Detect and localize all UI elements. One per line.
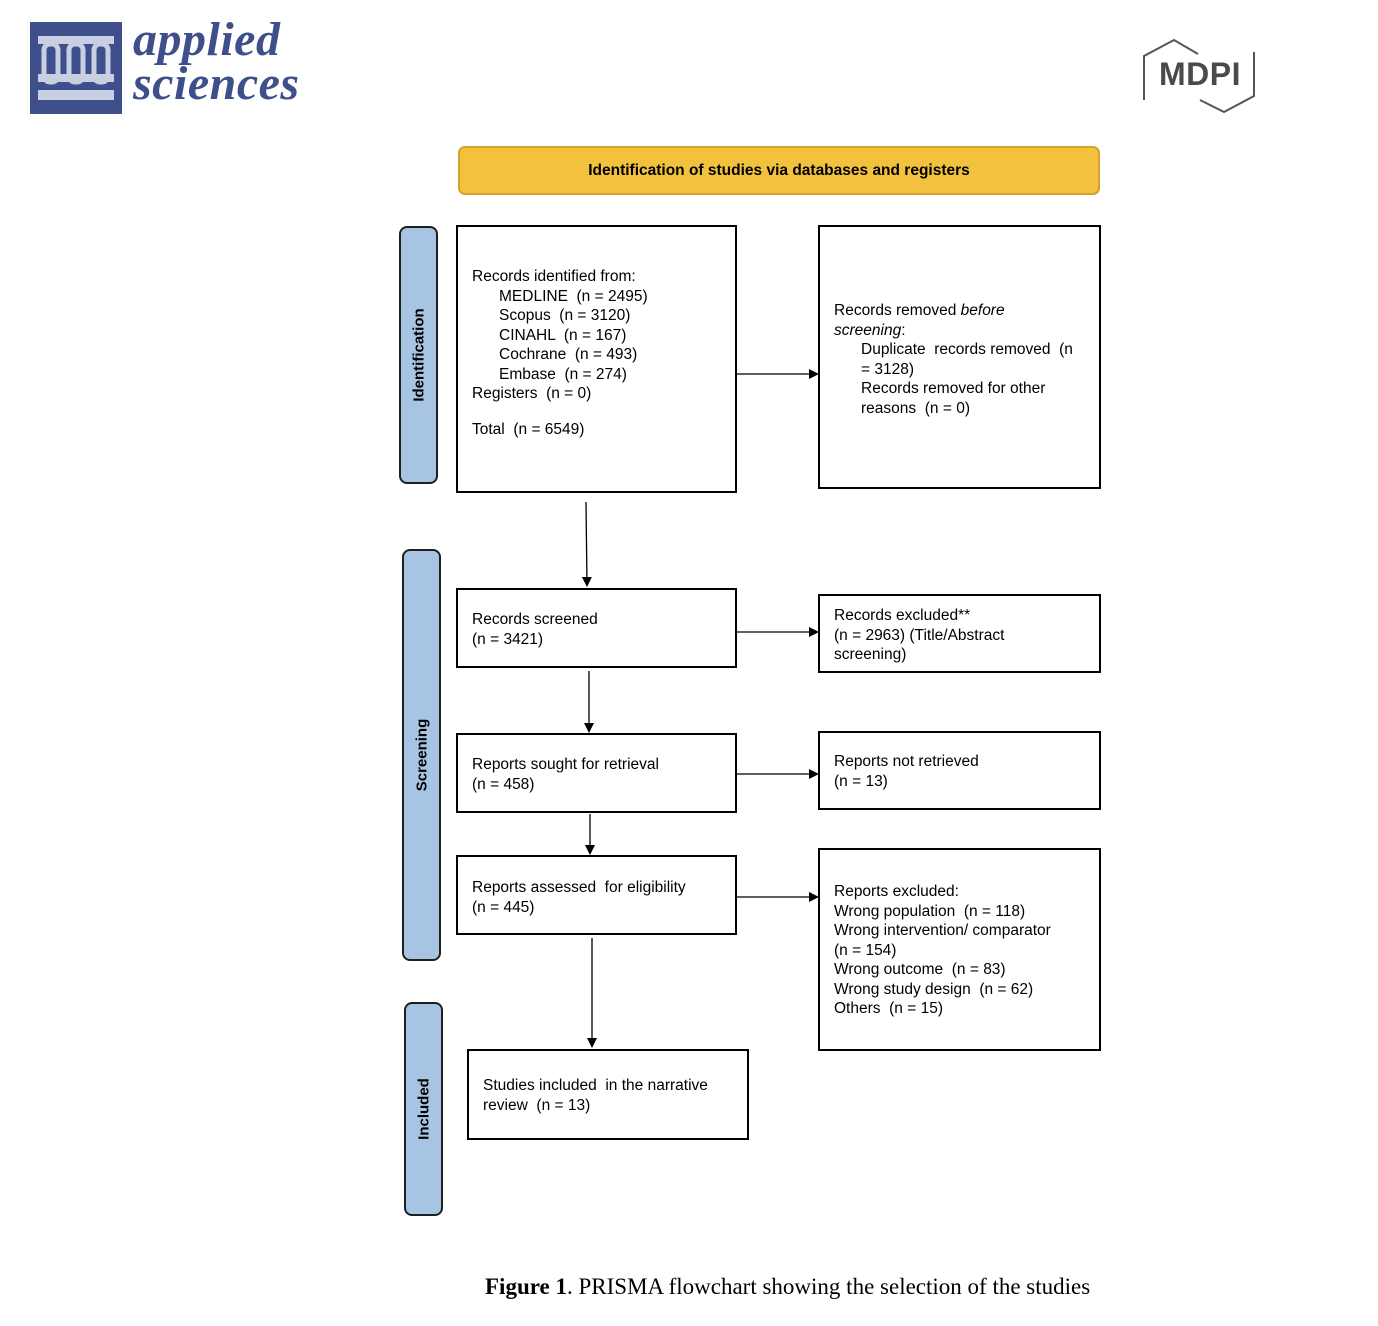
source-scopus: Scopus (n = 3120) (499, 307, 631, 324)
reports-not-retrieved-box: Reports not retrieved (n = 13) (818, 731, 1101, 810)
stage-included: Included (404, 1002, 443, 1216)
reports-not-retrieved-line2: (n = 13) (834, 772, 888, 790)
figure-caption-text: . PRISMA flowchart showing the selection… (566, 1274, 1091, 1299)
records-removed-box: Records removed before screening: Duplic… (818, 225, 1101, 489)
duplicate-removed-line2: = 3128) (861, 360, 915, 378)
reports-assessed-line1: Reports assessed for eligibility (472, 879, 686, 896)
journal-name-line2: sciences (133, 57, 300, 110)
journal-logo (30, 22, 122, 114)
total-count: Total (n = 6549) (472, 420, 585, 438)
duplicate-removed-line1: Duplicate records removed (n (861, 341, 1073, 358)
records-excluded-box: Records excluded** (n = 2963) (Title/Abs… (818, 594, 1101, 673)
identification-banner: Identification of studies via databases … (458, 146, 1100, 195)
figure-label: Figure 1 (485, 1274, 567, 1299)
reports-excluded-box: Reports excluded: Wrong population (n = … (818, 848, 1101, 1051)
journal-name: applied sciences (133, 13, 300, 110)
records-excluded-line3: screening) (834, 646, 907, 663)
reports-excluded-heading: Reports excluded: (834, 883, 959, 900)
source-medline: MEDLINE (n = 2495) (499, 287, 648, 305)
studies-included-line1: Studies included in the narrative (483, 1077, 708, 1094)
reason-wrong-population: Wrong population (n = 118) (834, 902, 1026, 920)
reason-wrong-intervention: Wrong intervention/ comparator (834, 922, 1051, 939)
reason-others: Others (n = 15) (834, 1000, 943, 1017)
publisher-logo: MDPI (1159, 56, 1241, 92)
studies-included-line2: review (n = 13) (483, 1096, 591, 1114)
reports-not-retrieved-line1: Reports not retrieved (834, 753, 979, 770)
records-screened-box: Records screened (n = 3421) (456, 588, 737, 668)
other-removed-line1: Records removed for other (861, 380, 1046, 397)
reason-wrong-study-design: Wrong study design (n = 62) (834, 980, 1034, 998)
records-screened-line1: Records screened (472, 611, 598, 628)
reports-sought-box: Reports sought for retrieval (n = 458) (456, 733, 737, 813)
source-cinahl: CINAHL (n = 167) (499, 326, 627, 344)
reason-wrong-intervention-count: (n = 154) (834, 941, 897, 959)
test-tubes-rack-icon (38, 36, 114, 100)
records-excluded-line1: Records excluded** (834, 607, 971, 624)
other-removed-line2: reasons (n = 0) (861, 399, 970, 417)
source-cochrane: Cochrane (n = 493) (499, 346, 638, 363)
records-screened-line2: (n = 3421) (472, 630, 544, 648)
reports-assessed-line2: (n = 445) (472, 898, 535, 916)
stage-screening: Screening (402, 549, 441, 961)
arrow-identified-to-screened (581, 501, 592, 587)
registers-count: Registers (n = 0) (472, 385, 592, 402)
records-identified-heading: Records identified from: (472, 268, 636, 285)
reports-sought-line1: Reports sought for retrieval (472, 756, 659, 773)
records-removed-heading-cont: screening: (834, 321, 906, 339)
figure-caption: Figure 1. PRISMA flowchart showing the s… (485, 1274, 1090, 1300)
journal-name-line1: applied (133, 13, 281, 66)
reason-wrong-outcome: Wrong outcome (n = 83) (834, 961, 1006, 978)
records-excluded-line2: (n = 2963) (Title/Abstract (834, 626, 1005, 644)
stage-identification: Identification (399, 226, 438, 484)
studies-included-box: Studies included in the narrative review… (467, 1049, 749, 1140)
records-identified-box: Records identified from: MEDLINE (n = 24… (456, 225, 737, 493)
records-removed-heading: Records removed before (834, 302, 1005, 319)
publisher-logo-frame (1143, 38, 1255, 114)
source-embase: Embase (n = 274) (499, 365, 627, 383)
reports-sought-line2: (n = 458) (472, 775, 535, 793)
reports-assessed-box: Reports assessed for eligibility (n = 44… (456, 855, 737, 935)
